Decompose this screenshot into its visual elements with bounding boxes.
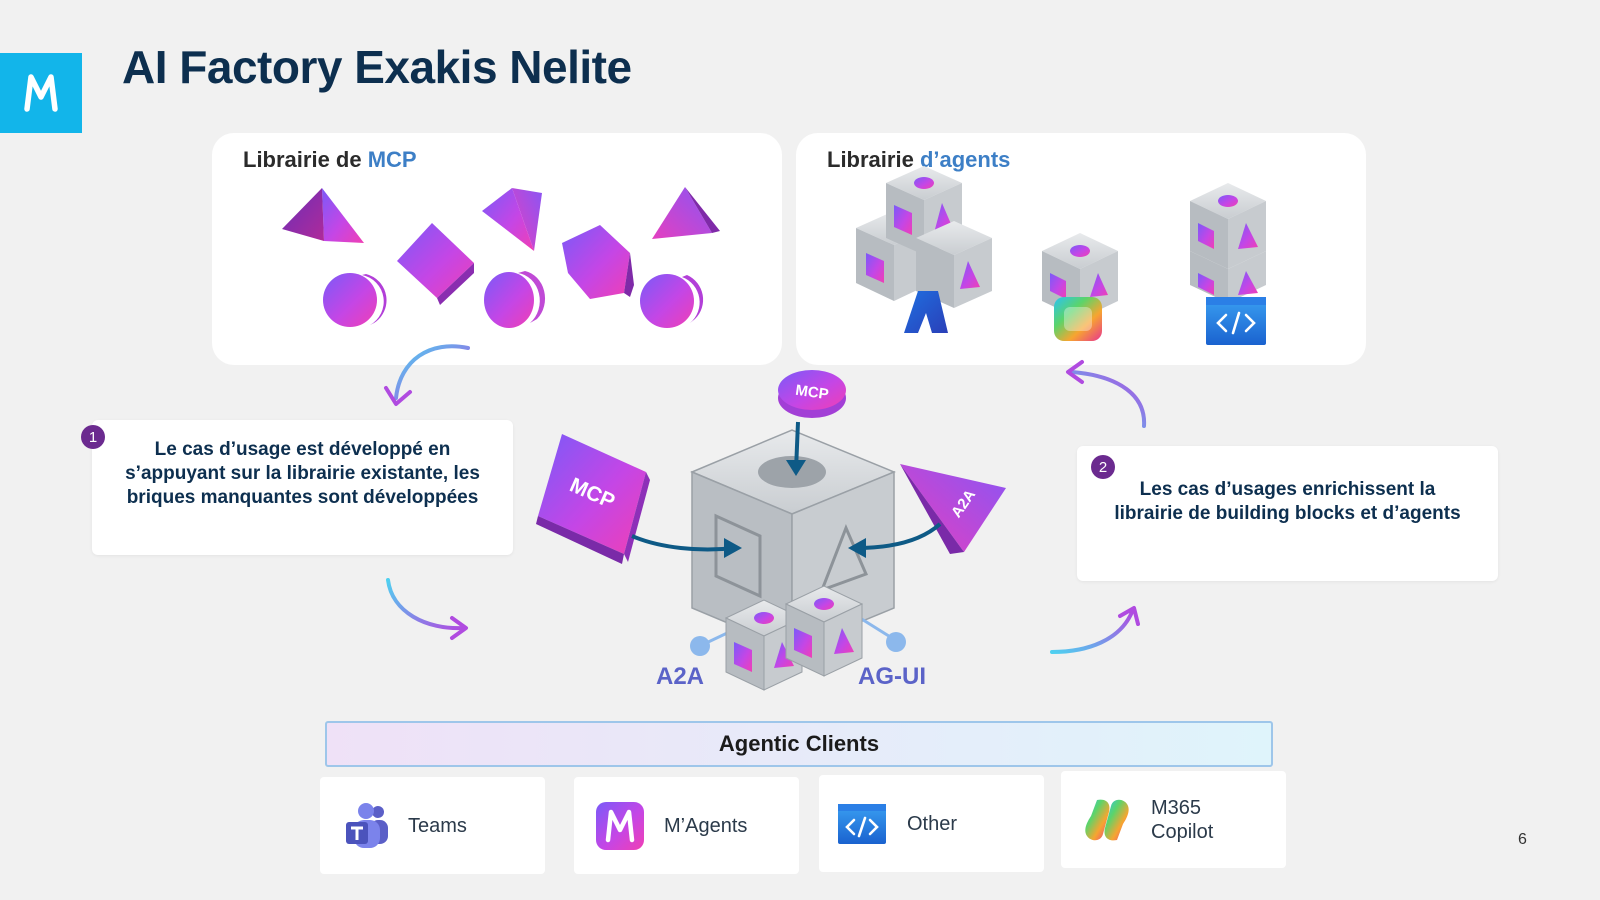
arrow-step1-to-center <box>386 578 468 640</box>
page-number: 6 <box>1518 831 1527 848</box>
agent-library-card: Librairie d’agents <box>796 133 1366 365</box>
small-agent-cube <box>724 599 804 691</box>
agent-library-title: Librairie d’agents <box>827 147 1010 173</box>
magents-icon <box>596 801 644 850</box>
step1-box: Le cas d’usage est développé en s’appuya… <box>92 420 513 555</box>
client-card-other[interactable]: Other <box>819 775 1044 872</box>
mcp-pyramid-shape <box>282 188 364 243</box>
mcp-coin-shape <box>484 271 546 328</box>
agent-cube-stack <box>1042 233 1118 341</box>
code-icon <box>838 803 886 844</box>
brand-logo <box>0 53 82 133</box>
agent-library-title-accent: d’agents <box>919 147 1011 172</box>
mcp-coin-label: MCP <box>794 382 829 403</box>
protocol-a2a-label: A2A <box>656 663 705 690</box>
agui-connector <box>859 616 893 640</box>
mcp-library-title: Librairie de MCP <box>243 147 417 173</box>
mcp-library-title-prefix: Librairie de <box>243 147 362 172</box>
client-copilot-label: M365 Copilot <box>1151 796 1214 843</box>
step1-text: Le cas d’usage est développé en s’appuya… <box>125 439 480 508</box>
m-logo-icon <box>24 74 58 112</box>
client-card-teams[interactable]: Teams <box>320 777 545 874</box>
mcp-coin-shape <box>640 274 704 328</box>
mcp-pyramid-shape <box>482 188 542 251</box>
agui-connector-dot <box>886 632 906 652</box>
mcp-pyramid-shape <box>652 187 720 239</box>
client-teams-label: Teams <box>408 814 467 837</box>
client-card-copilot[interactable]: M365 Copilot <box>1061 771 1286 868</box>
agentic-clients-bar: Agentic Clients <box>325 721 1273 767</box>
mcp-prism-shape <box>562 225 634 299</box>
mcp-block: MCP <box>536 434 650 564</box>
teams-icon <box>346 802 388 848</box>
agent-cube-stack <box>856 166 992 333</box>
a2a-pyramid: A2A <box>900 464 1006 554</box>
step1-badge: 1 <box>81 425 105 449</box>
step2-text: Les cas d’usages enrichissent la librair… <box>1114 479 1461 524</box>
page-title: AI Factory Exakis Nelite <box>122 41 632 93</box>
step2-badge: 2 <box>1091 455 1115 479</box>
agentic-clients-label: Agentic Clients <box>718 731 880 756</box>
a2a-connector-dot <box>690 636 710 656</box>
code-icon <box>1206 297 1266 345</box>
azure-icon <box>904 291 948 333</box>
copilot-icon <box>1085 799 1129 840</box>
client-other-label: Other <box>907 812 958 835</box>
arrow-step2-to-library <box>1066 360 1147 428</box>
arrow-library-to-step1 <box>384 344 470 406</box>
mcp-cube-shape <box>397 223 474 305</box>
mcp-library-card: Librairie de MCP <box>212 133 782 365</box>
ai-factory-cube-illustration: MCP MCP A2A <box>536 370 1006 691</box>
arrow-center-to-step2 <box>1050 606 1140 654</box>
mcp-library-title-accent: MCP <box>367 147 417 172</box>
protocol-agui-label: AG-UI <box>858 663 926 690</box>
agent-library-title-prefix: Librairie <box>827 147 914 172</box>
mcp-shapes-illustration <box>282 187 720 328</box>
step2-box: Les cas d’usages enrichissent la librair… <box>1077 446 1498 581</box>
mcp-coin-shape <box>323 273 387 327</box>
agent-stacks-illustration <box>856 166 1266 345</box>
copilot-icon <box>1054 297 1102 341</box>
small-agent-cube <box>784 585 864 677</box>
client-card-magents[interactable]: M’Agents <box>574 777 799 874</box>
mcp-coin: MCP <box>778 370 846 418</box>
client-magents-label: M’Agents <box>664 814 748 837</box>
agent-cube-stack <box>1190 183 1266 345</box>
